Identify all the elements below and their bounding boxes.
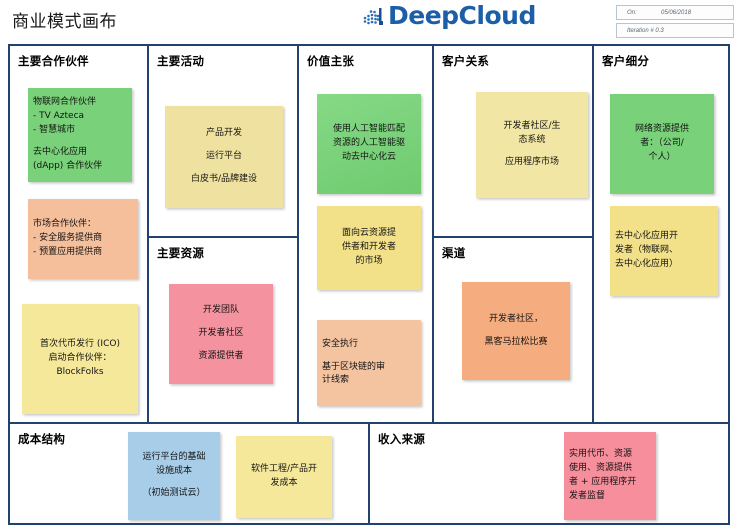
note-line: 使用人工智能匹配 [332,124,405,135]
cell-cost-structure: 成本结构 运行平台的基础 设施成本 （初始测试云） 软件工程/产品开 发成本 [10,424,370,523]
note-line: 安全执行 [322,338,359,349]
note-ico-partners[interactable]: 首次代币发行 (ICO) 启动合作伙伴： BlockFolks [22,304,138,414]
header-cost-structure: 成本结构 [18,432,66,446]
column-key-partners: 主要合作伙伴 物联网合作伙伴 - TV Azteca - 智慧城市 去中心化应用… [10,46,149,422]
note-line: 应用程序市场 [504,157,559,168]
note-line: 者：（公司/ [640,138,684,149]
header-key-resources: 主要资源 [157,246,205,260]
note-line: 动去中心化云 [341,151,396,162]
cell-key-partners: 主要合作伙伴 物联网合作伙伴 - TV Azteca - 智慧城市 去中心化应用… [10,46,147,422]
note-line: 物联网合作伙伴 [33,96,97,107]
cell-key-resources: 主要资源 开发团队 开发者社区 资源提供者 [149,238,297,422]
note-line: 去中心化应用开 [615,231,679,242]
cell-revenue-streams: 收入来源 实用代币、资源 使用、资源提供 者 + 应用程序开 发者监督 [370,424,728,523]
note-line: 软件工程/产品开 [250,464,318,475]
note-line: - 安全服务提供商 [33,233,103,244]
note-line: - 智慧城市 [33,124,76,135]
column-key-activities-resources: 主要活动 产品开发 运行平台 白皮书/品牌建设 主要资源 开发团队 开发者社区 [149,46,299,422]
cell-customer-relationships: 客户关系 开发者社区/生 态系统 应用程序市场 [434,46,592,238]
logo-text: DeepCloud [388,1,536,30]
note-market-partners[interactable]: 市场合作伙伴： - 安全服务提供商 - 预置应用提供商 [28,199,138,279]
note-line: 态系统 [518,134,546,145]
note-line: 开发者社区 [198,328,244,339]
note-line: 去中心化应用） [615,258,679,269]
header-key-partners: 主要合作伙伴 [18,54,89,68]
meta-iteration-label: Iteration # 0.3 [627,27,664,34]
note-iot-partners[interactable]: 物联网合作伙伴 - TV Azteca - 智慧城市 去中心化应用 (dApp)… [28,88,132,182]
note-line: 使用、资源提供 [569,463,633,474]
note-network-resource-providers[interactable]: 网络资源提供 者：（公司/ 个人） [610,94,714,194]
canvas-bottom-row: 成本结构 运行平台的基础 设施成本 （初始测试云） 软件工程/产品开 发成本 收… [10,422,728,523]
note-line: 面向云资源提 [341,228,396,239]
note-line: 白皮书/品牌建设 [190,173,258,184]
note-line: 开发者社区， [488,313,543,324]
note-line: 设施成本 [155,465,192,476]
note-line: （初始测试云） [142,488,206,499]
note-line: 开发团队 [202,305,239,316]
note-line: 发成本 [270,478,298,488]
note-line: 发者（物联网、 [615,245,679,256]
column-customer-segments: 客户细分 网络资源提供 者：（公司/ 个人） 去中心化应用开 发者（物联网、 去… [594,46,728,422]
note-developer-ecosystem[interactable]: 开发者社区/生 态系统 应用程序市场 [476,92,588,198]
header-value-propositions: 价值主张 [307,54,355,68]
note-dapp-developers[interactable]: 去中心化应用开 发者（物联网、 去中心化应用） [610,206,718,296]
header-revenue-streams: 收入来源 [378,432,426,446]
note-infrastructure-cost[interactable]: 运行平台的基础 设施成本 （初始测试云） [128,432,220,520]
page-header: 商业模式画布 DeepCloud On: 05/06/2018 [0,0,738,40]
meta-date-value: 05/06/2018 [661,9,692,16]
note-line: 资源提供者 [198,350,244,361]
note-product-development[interactable]: 产品开发 运行平台 白皮书/品牌建设 [165,106,283,208]
header-channels: 渠道 [442,246,466,260]
canvas-grid: 主要合作伙伴 物联网合作伙伴 - TV Azteca - 智慧城市 去中心化应用… [8,44,730,525]
cell-value-propositions: 价值主张 使用人工智能匹配 资源的人工智能驱 动去中心化云 面向云资源提 供者和… [299,46,432,422]
note-team-resources[interactable]: 开发团队 开发者社区 资源提供者 [169,284,273,384]
column-relationships-channels: 客户关系 开发者社区/生 态系统 应用程序市场 渠道 开发者社区， 黑客马拉松比… [434,46,594,422]
note-line: 运行平台的基础 [142,451,206,462]
cloud-dots-icon [363,8,383,25]
page-title: 商业模式画布 [12,12,117,32]
note-line: BlockFolks [56,366,104,377]
note-line: 网络资源提供 [634,124,689,135]
note-line: 资源的人工智能驱 [332,138,405,149]
header-customer-relationships: 客户关系 [442,54,490,68]
note-line: - 预置应用提供商 [33,246,103,257]
note-line: 供者和开发者 [341,242,396,253]
note-line: 启动合作伙伴： [48,353,112,364]
note-line: 基于区块链的审 [322,361,386,372]
deepcloud-logo: DeepCloud [360,3,536,29]
note-secure-execution[interactable]: 安全执行 基于区块链的审 计线索 [317,320,421,406]
cell-customer-segments: 客户细分 网络资源提供 者：（公司/ 个人） 去中心化应用开 发者（物联网、 去… [594,46,728,422]
note-line: 的市场 [355,255,383,266]
note-line: 计线索 [322,375,350,386]
note-line: 开发者社区/生 [503,120,561,131]
note-software-engineering-cost[interactable]: 软件工程/产品开 发成本 [236,436,332,518]
cell-channels: 渠道 开发者社区， 黑客马拉松比赛 [434,238,592,422]
note-marketplace[interactable]: 面向云资源提 供者和开发者 的市场 [317,206,421,290]
note-line: 市场合作伙伴： [33,219,97,230]
note-line: 运行平台 [205,151,242,162]
meta-date-label: On: [627,9,637,16]
cell-key-activities: 主要活动 产品开发 运行平台 白皮书/品牌建设 [149,46,297,238]
canvas-top-row: 主要合作伙伴 物联网合作伙伴 - TV Azteca - 智慧城市 去中心化应用… [10,46,728,422]
note-line: 个人） [648,151,676,162]
note-line: 实用代币、资源 [569,449,633,460]
column-value-propositions: 价值主张 使用人工智能匹配 资源的人工智能驱 动去中心化云 面向云资源提 供者和… [299,46,434,422]
note-line: 发者监督 [569,490,606,501]
note-channels-community[interactable]: 开发者社区， 黑客马拉松比赛 [462,282,570,380]
note-line: 去中心化应用 [33,147,88,158]
header-customer-segments: 客户细分 [602,54,650,68]
meta-iteration-box: Iteration # 0.3 [616,23,734,38]
note-line: - TV Azteca [33,110,85,121]
note-line: 产品开发 [205,128,242,139]
note-line: 黑客马拉松比赛 [484,336,548,347]
note-line: (dApp) 合作伙伴 [33,161,103,172]
meta-date-box: On: 05/06/2018 [616,5,734,20]
note-line: 者 + 应用程序开 [569,477,637,487]
note-ai-decentralized-cloud[interactable]: 使用人工智能匹配 资源的人工智能驱 动去中心化云 [317,94,421,194]
note-revenue-tokens[interactable]: 实用代币、资源 使用、资源提供 者 + 应用程序开 发者监督 [564,432,656,520]
note-line: 首次代币发行 (ICO) [40,339,120,350]
header-key-activities: 主要活动 [157,54,205,68]
